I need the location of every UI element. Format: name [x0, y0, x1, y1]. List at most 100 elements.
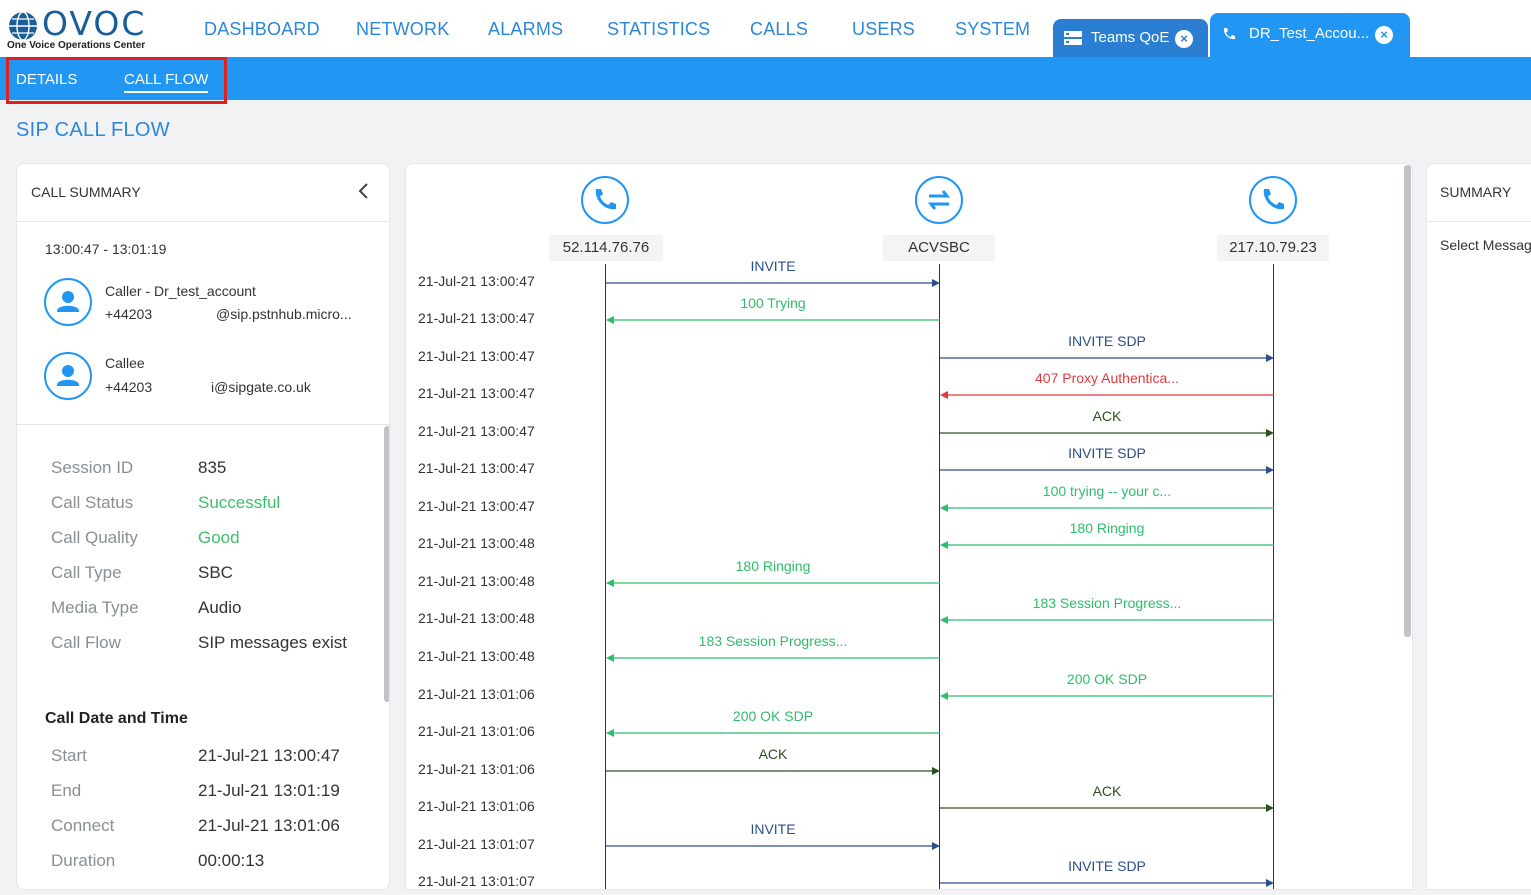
message-label[interactable]: 100 trying -- your c...: [1042, 483, 1172, 499]
lifeline: [1273, 264, 1274, 889]
message-label[interactable]: INVITE SDP: [1068, 445, 1146, 461]
call-type-value: SBC: [198, 563, 233, 582]
tab-dr-test-account[interactable]: DR_Test_Accou... ×: [1210, 13, 1410, 57]
tab-label: Teams QoE: [1091, 29, 1170, 46]
arrowhead: [1266, 429, 1274, 437]
message-label[interactable]: 200 OK SDP: [732, 708, 814, 724]
callee-address: i@sipgate.co.uk: [211, 379, 311, 395]
message-timestamp: 21-Jul-21 13:01:07: [418, 836, 535, 852]
lifeline: [939, 264, 940, 889]
subnav-call-flow[interactable]: CALL FLOW: [124, 71, 209, 93]
endpoint-label: 52.114.76.76: [549, 235, 663, 261]
call-flow-value: SIP messages exist: [198, 633, 347, 652]
caller-label: Caller - Dr_test_account: [105, 283, 256, 299]
arrowhead: [606, 654, 614, 662]
endpoint-label: ACVSBC: [883, 235, 995, 261]
nav-system[interactable]: SYSTEM: [955, 19, 1031, 39]
nav-users[interactable]: USERS: [852, 19, 916, 39]
message-timestamp: 21-Jul-21 13:00:47: [418, 460, 535, 476]
message-timestamp: 21-Jul-21 13:01:06: [418, 686, 535, 702]
top-navigation-bar: OVOC One Voice Operations Center DASHBOA…: [0, 0, 1531, 57]
call-quality-value: Good: [198, 528, 240, 547]
detail-key: Call Type: [51, 563, 122, 582]
message-label[interactable]: 180 Ringing: [1069, 520, 1145, 536]
nav-statistics[interactable]: STATISTICS: [607, 19, 711, 39]
summary-panel: SUMMARY Select Message: [1426, 163, 1531, 890]
message-timestamp: 21-Jul-21 13:00:48: [418, 573, 535, 589]
arrowhead: [606, 316, 614, 324]
connect-value: 21-Jul-21 13:01:06: [198, 816, 340, 835]
subnav-details[interactable]: DETAILS: [16, 71, 78, 88]
message-label[interactable]: INVITE SDP: [1068, 858, 1146, 874]
detail-key: Call Flow: [51, 633, 121, 652]
nav-network[interactable]: NETWORK: [356, 19, 450, 39]
message-label[interactable]: INVITE SDP: [1068, 333, 1146, 349]
arrowhead: [606, 729, 614, 737]
scrollbar[interactable]: [384, 426, 389, 702]
nav-calls[interactable]: CALLS: [750, 19, 809, 39]
message-timestamp: 21-Jul-21 13:00:47: [418, 498, 535, 514]
message-timestamp: 21-Jul-21 13:01:06: [418, 798, 535, 814]
detail-key: Start: [51, 746, 87, 765]
endpoint-left-icon[interactable]: [581, 176, 629, 224]
message-timestamp: 21-Jul-21 13:00:48: [418, 610, 535, 626]
summary-header: SUMMARY: [1427, 164, 1531, 222]
arrowhead: [1266, 354, 1274, 362]
message-label[interactable]: ACK: [1092, 408, 1122, 424]
message-label[interactable]: 180 Ringing: [735, 558, 811, 574]
user-icon: [57, 291, 79, 312]
message-timestamp: 21-Jul-21 13:00:47: [418, 385, 535, 401]
arrowhead: [940, 616, 948, 624]
arrowhead: [1266, 466, 1274, 474]
message-label[interactable]: ACK: [758, 746, 788, 762]
endpoint-right-icon[interactable]: [1249, 176, 1297, 224]
message-timestamp: 21-Jul-21 13:01:06: [418, 761, 535, 777]
ovoc-logo[interactable]: OVOC One Voice Operations Center: [6, 4, 166, 53]
endpoint-label: 217.10.79.23: [1217, 235, 1329, 261]
server-icon: [1064, 31, 1082, 45]
caller-avatar: [44, 278, 92, 326]
arrowhead: [932, 279, 940, 287]
message-label[interactable]: 200 OK SDP: [1066, 671, 1148, 687]
detail-key: Call Status: [51, 493, 134, 512]
detail-key: Media Type: [51, 598, 139, 617]
chevron-left-icon[interactable]: [357, 181, 371, 201]
phone-call-icon: [1223, 28, 1235, 40]
message-label[interactable]: INVITE: [750, 258, 796, 274]
caller-number: +44203: [105, 306, 153, 322]
arrowhead: [1266, 804, 1274, 812]
tab-label: DR_Test_Accou...: [1249, 25, 1370, 42]
arrowhead: [940, 541, 948, 549]
section-heading: Call Date and Time: [45, 710, 188, 727]
endpoint-sbc-icon[interactable]: [915, 176, 963, 224]
nav-alarms[interactable]: ALARMS: [488, 19, 564, 39]
lifeline: [605, 264, 606, 889]
call-summary-panel: CALL SUMMARY 13:00:47 - 13:01:19 Caller …: [16, 163, 390, 890]
callee-number: +44203: [105, 379, 153, 395]
callee-label: Callee: [105, 355, 145, 371]
message-timestamp: 21-Jul-21 13:00:47: [418, 310, 535, 326]
message-timestamp: 21-Jul-21 13:00:48: [418, 535, 535, 551]
close-icon[interactable]: ×: [1375, 26, 1393, 44]
globe-icon: [9, 11, 37, 41]
message-label[interactable]: 407 Proxy Authentica...: [1035, 370, 1179, 386]
message-label[interactable]: INVITE: [750, 821, 796, 837]
summary-hint: Select Message: [1440, 237, 1531, 253]
phone-icon: [595, 189, 616, 210]
arrowhead: [932, 767, 940, 775]
call-summary-title: CALL SUMMARY: [31, 184, 141, 200]
message-label[interactable]: 100 Trying: [740, 295, 806, 311]
arrowhead: [940, 391, 948, 399]
message-timestamp: 21-Jul-21 13:00:48: [418, 648, 535, 664]
nav-dashboard[interactable]: DASHBOARD: [204, 19, 320, 39]
call-status-value: Successful: [198, 493, 281, 512]
arrowhead: [1266, 879, 1274, 887]
scrollbar[interactable]: [1404, 165, 1411, 637]
tab-teams-qoe[interactable]: Teams QoE ×: [1053, 19, 1208, 57]
message-label[interactable]: 183 Session Progress...: [698, 633, 848, 649]
close-icon[interactable]: ×: [1175, 30, 1193, 48]
arrowhead: [606, 579, 614, 587]
sub-navigation-bar: DETAILS CALL FLOW: [0, 57, 1531, 100]
message-label[interactable]: ACK: [1092, 783, 1122, 799]
message-label[interactable]: 183 Session Progress...: [1032, 595, 1182, 611]
